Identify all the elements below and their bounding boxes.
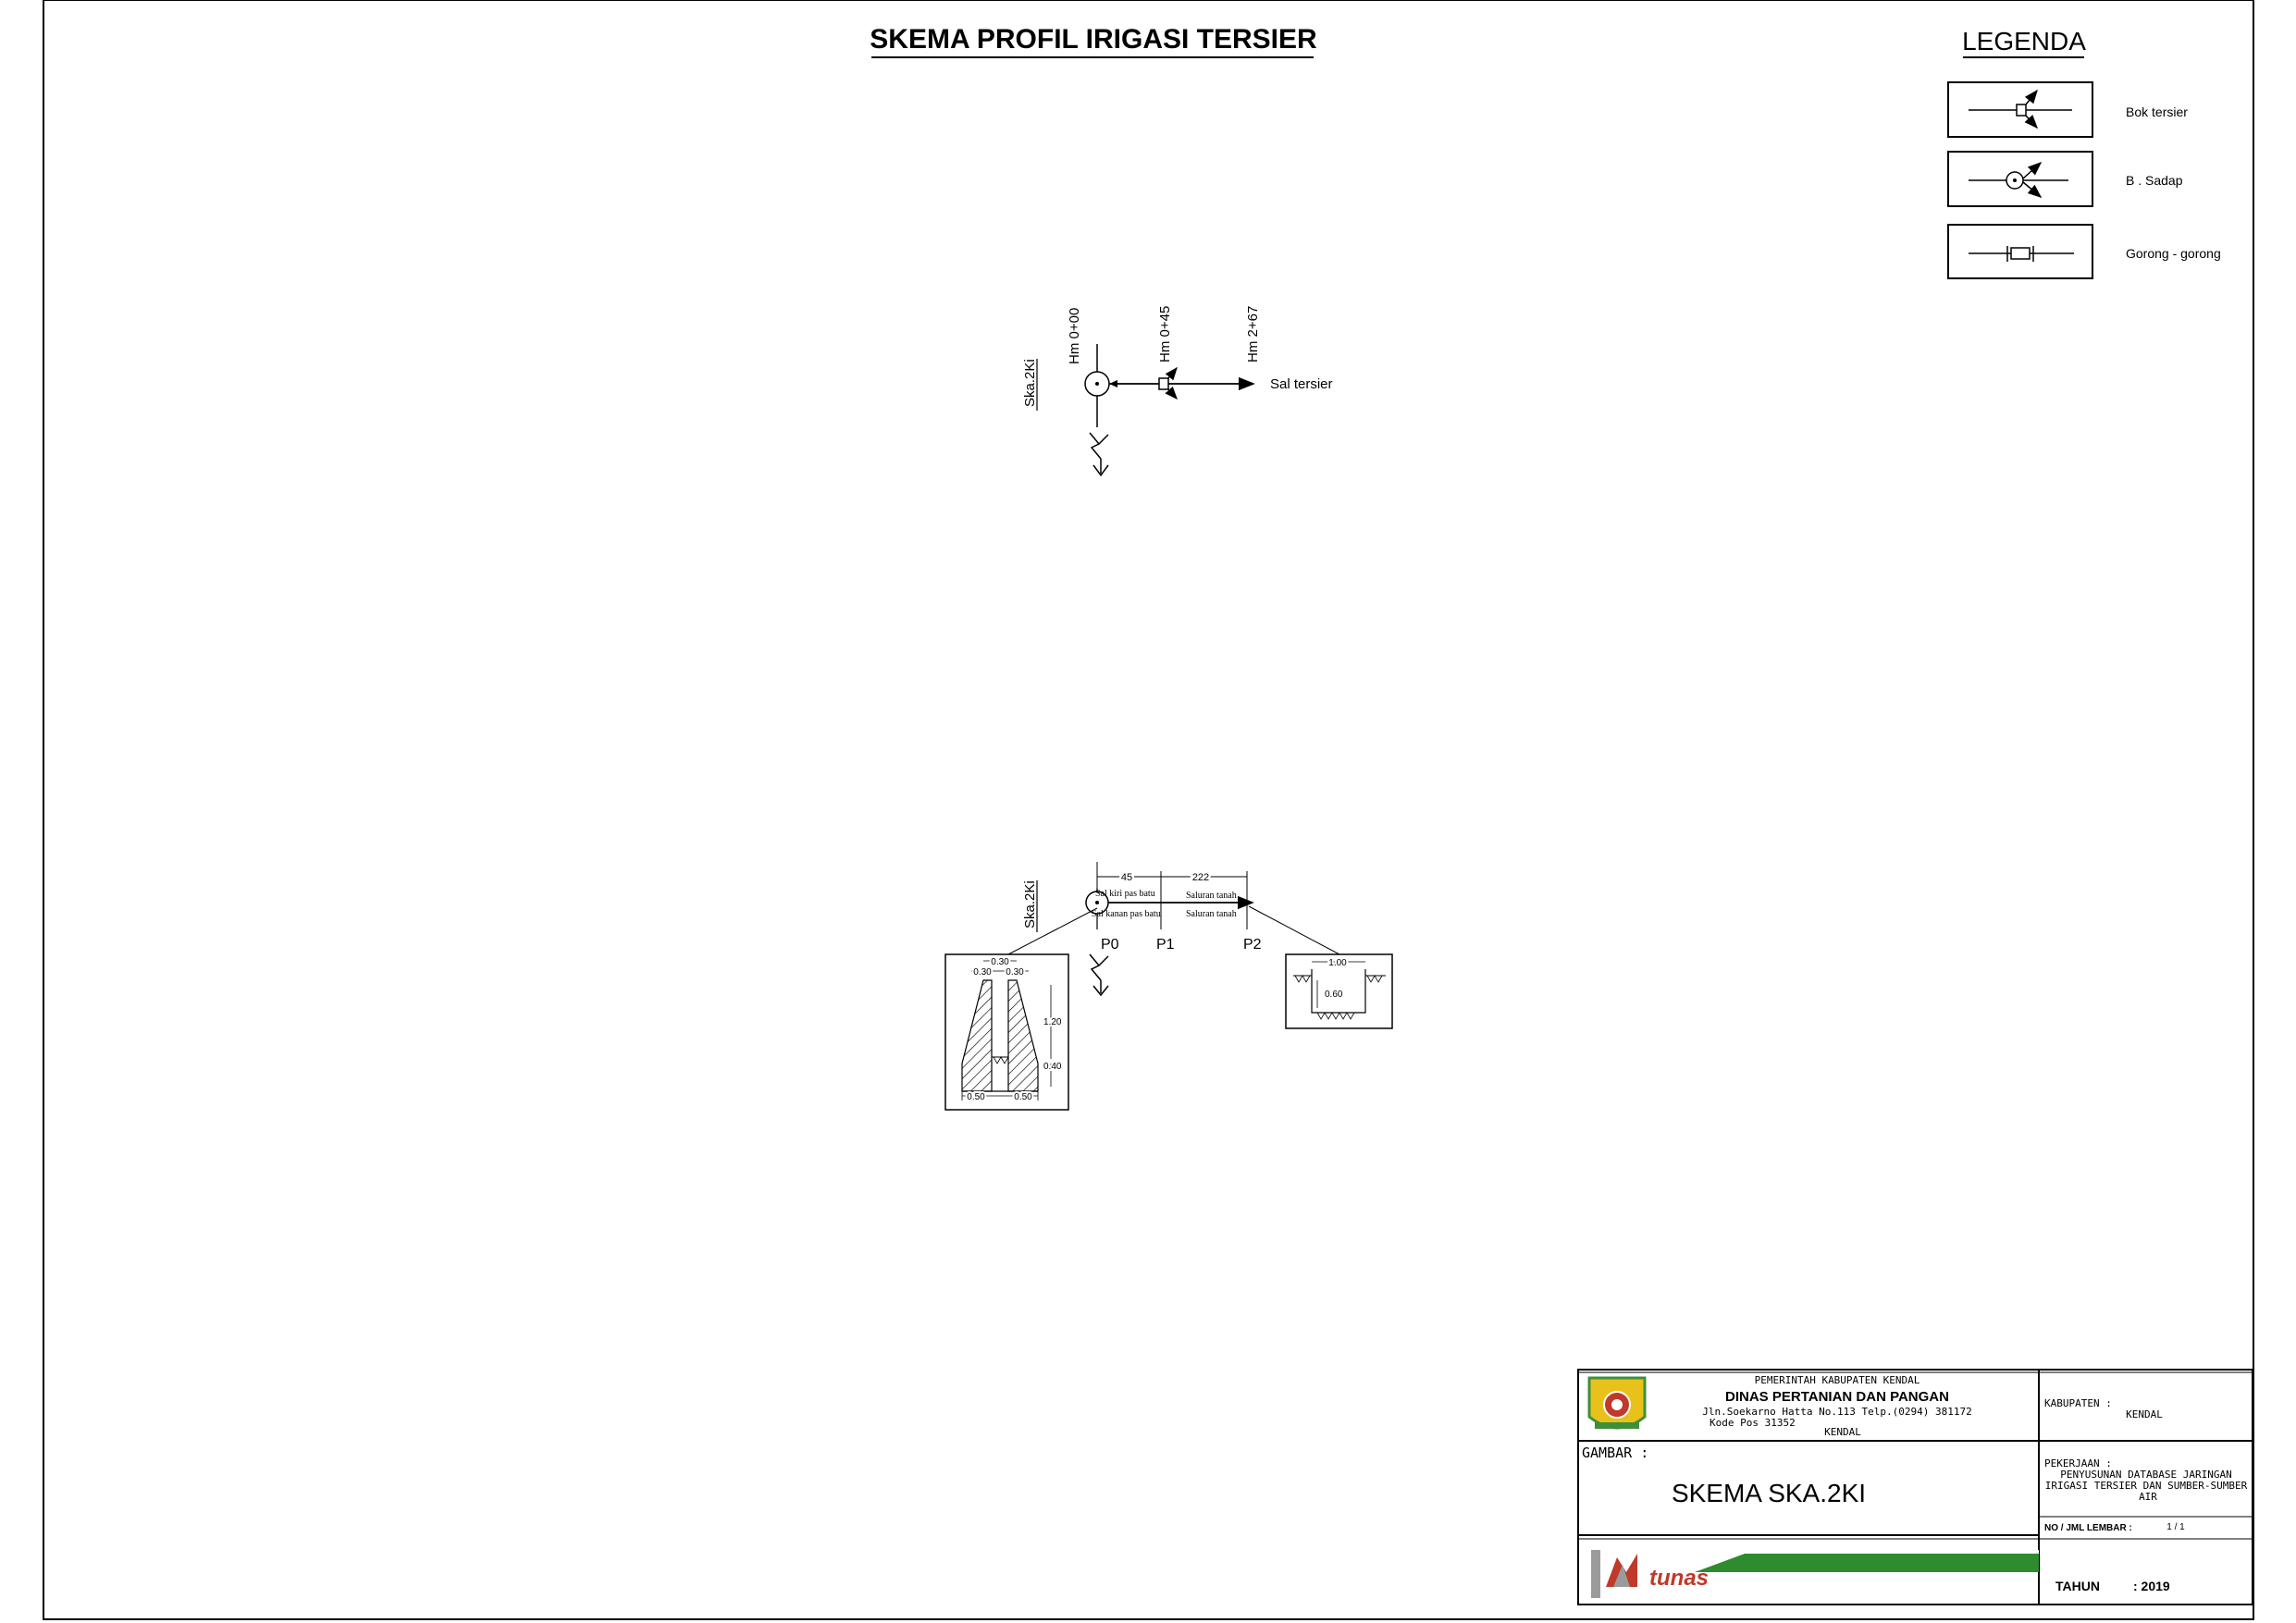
flow-arrow-icon: [1089, 953, 1109, 981]
bok-tersier-symbol-icon: [1158, 377, 1169, 390]
kabupaten-label: KABUPATEN :: [2044, 1397, 2112, 1409]
distance-label: 222: [1192, 872, 1209, 883]
legend: LEGENDA Bok tersier B . Sadap: [1947, 27, 2221, 279]
channel-name-label: Ska.2Ki: [1022, 359, 1038, 407]
dimension-label: 0.30: [991, 957, 1009, 967]
tahun-value: : 2019: [2133, 1579, 2170, 1593]
point-label: P2: [1243, 937, 1262, 953]
point-label: P1: [1156, 937, 1175, 953]
kabupaten-value: KENDAL: [2126, 1408, 2163, 1420]
segment-label: Saluran tanah: [1186, 891, 1237, 901]
pekerjaan-line: PENYUSUNAN DATABASE JARINGAN: [2060, 1469, 2231, 1481]
page-title: SKEMA PROFIL IRIGASI TERSIER: [870, 24, 1317, 55]
tunas-logo-text: tunas: [1649, 1566, 1709, 1591]
bangunan-sadap-symbol-icon: [1947, 151, 2093, 207]
segment-label: Saluran tanah: [1186, 909, 1237, 919]
legend-item-label: B . Sadap: [2126, 173, 2183, 188]
dimension-label: 0.30: [973, 967, 992, 977]
flow-arrow-icon: [1089, 432, 1109, 460]
lembar-value: 1 / 1: [2166, 1522, 2185, 1532]
agency-name: DINAS PERTANIAN DAN PANGAN: [1725, 1389, 1949, 1405]
agency-city: KENDAL: [1824, 1426, 1861, 1438]
gov-name: PEMERINTAH KABUPATEN KENDAL: [1755, 1374, 1920, 1386]
title-block: PEMERINTAH KABUPATEN KENDAL DINAS PERTAN…: [1577, 1369, 2253, 1605]
pekerjaan-line: IRIGASI TERSIER DAN SUMBER-SUMBER: [2045, 1480, 2248, 1492]
channel-name-label: Ska.2Ki: [1022, 880, 1038, 928]
dimension-label: 0.50: [967, 1092, 985, 1102]
agency-postcode: Kode Pos 31352: [1710, 1417, 1796, 1429]
pekerjaan-line: AIR: [2139, 1491, 2157, 1503]
dimension-label: 0.50: [1014, 1092, 1032, 1102]
station-label: Hm 0+45: [1157, 306, 1173, 363]
dimension-label: 0.30: [1006, 967, 1024, 977]
segment-label: Sal kanan pas batu: [1092, 909, 1161, 919]
cross-section-earth: 1.00 0.60: [1285, 953, 1393, 1029]
gorong-gorong-symbol-icon: [1947, 224, 2093, 279]
legend-item-label: Bok tersier: [2126, 105, 2188, 119]
dimension-label: 0.40: [1043, 1062, 1062, 1072]
scheme-top: Ska.2Ki Hm 0+00 Hm 0+45 Hm 2+67 Sal ters…: [1022, 306, 1333, 477]
station-label: Hm 0+00: [1067, 308, 1082, 364]
gambar-label: GAMBAR :: [1582, 1445, 1648, 1461]
dimension-label: 1.20: [1043, 1017, 1062, 1027]
pekerjaan-label: PEKERJAAN :: [2044, 1457, 2112, 1469]
agency-address: Jln.Soekarno Hatta No.113 Telp.(0294) 38…: [1702, 1406, 1971, 1418]
bok-tersier-symbol-icon: [1947, 81, 2093, 138]
station-label: Hm 2+67: [1245, 306, 1261, 363]
kendal-seal-logo-icon: [1587, 1376, 1647, 1430]
dimension-label: 1.00: [1328, 958, 1347, 968]
legend-heading: LEGENDA: [1962, 27, 2086, 55]
tahun-label: TAHUN: [2055, 1579, 2100, 1593]
dimension-label: 0.60: [1325, 990, 1343, 1000]
point-label: P0: [1101, 937, 1119, 953]
distance-label: 45: [1121, 872, 1132, 883]
channel-type-label: Sal tersier: [1270, 376, 1333, 392]
gambar-value: SKEMA SKA.2KI: [1672, 1479, 1866, 1507]
lembar-label: NO / JML LEMBAR :: [2044, 1523, 2132, 1533]
cross-section-masonry: 0.30 0.30 0.30 1.20 0.40 0.50 0.50: [944, 953, 1069, 1111]
legend-item-label: Gorong - gorong: [2126, 246, 2221, 261]
drawing-frame: [43, 0, 2254, 1620]
segment-label: Sal kiri pas batu: [1095, 889, 1155, 899]
tunas-logo-icon: [1591, 1550, 2039, 1598]
scheme-bottom: Ska.2Ki 45 222 Sal kiri pas batu Sal kan…: [1007, 862, 1340, 997]
